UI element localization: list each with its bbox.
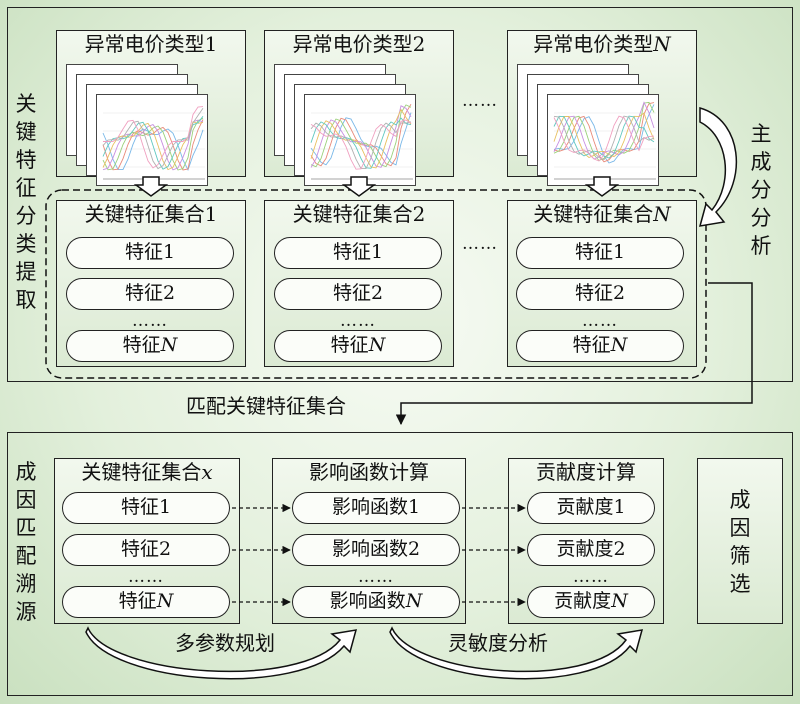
down-arrow-icon bbox=[133, 176, 169, 197]
feature-pill: 特征1 bbox=[274, 237, 442, 269]
feature-set-ellipsis: …… bbox=[462, 234, 498, 254]
cause-screening-label: 成因筛选 bbox=[729, 488, 751, 596]
price-curve-thumbnail bbox=[304, 94, 416, 186]
pca-curved-arrow-icon bbox=[698, 107, 737, 227]
type-ellipsis: …… bbox=[462, 91, 498, 111]
sensitivity-curved-arrow-icon bbox=[389, 626, 644, 680]
feature-pill: 特征1 bbox=[66, 237, 234, 269]
contribution-pill: 贡献度2 bbox=[527, 534, 655, 566]
feature-pill: 特征N bbox=[62, 586, 230, 618]
feature-ellipsis: …… bbox=[340, 311, 376, 331]
feature-extraction-label: 关键特征分类提取 bbox=[15, 92, 37, 312]
feature-ellipsis: …… bbox=[582, 311, 618, 331]
feature-pill: 特征N bbox=[516, 330, 684, 362]
price-type-title-1: 异常电价类型1 bbox=[84, 32, 218, 56]
multi-parameter-label: 多参数规划 bbox=[175, 631, 275, 655]
feature-set-x-title: 关键特征集合x bbox=[81, 460, 213, 484]
down-arrow-icon bbox=[584, 176, 620, 197]
feature-pill: 特征1 bbox=[516, 237, 684, 269]
feature-set-title-2: 关键特征集合2 bbox=[292, 202, 426, 226]
price-curve-thumbnail bbox=[96, 94, 208, 186]
feature-pill: 特征N bbox=[66, 330, 234, 362]
feature-pill: 特征1 bbox=[62, 492, 230, 524]
price-type-title-n: 异常电价类型N bbox=[533, 32, 671, 56]
feature-ellipsis: …… bbox=[128, 567, 164, 587]
cause-tracing-label: 成因匹配溯源 bbox=[15, 460, 37, 624]
price-type-title-2: 异常电价类型2 bbox=[292, 32, 426, 56]
influence-function-pill: 影响函数2 bbox=[292, 534, 460, 566]
feature-pill: 特征N bbox=[274, 330, 442, 362]
cause-tracing-panel bbox=[7, 432, 793, 696]
feature-extraction-panel bbox=[7, 7, 793, 382]
contribution-title: 贡献度计算 bbox=[536, 460, 636, 484]
feature-pill: 特征2 bbox=[274, 278, 442, 310]
multi-parameter-curved-arrow-icon bbox=[85, 626, 358, 680]
influence-function-pill: 影响函数1 bbox=[292, 492, 460, 524]
match-feature-set-label: 匹配关键特征集合 bbox=[186, 394, 346, 418]
feature-pill: 特征2 bbox=[516, 278, 684, 310]
match-connector-line bbox=[395, 282, 753, 426]
down-arrow-icon bbox=[341, 176, 377, 197]
contribution-pill: 贡献度1 bbox=[527, 492, 655, 524]
feature-pill: 特征2 bbox=[66, 278, 234, 310]
feature-set-title-1: 关键特征集合1 bbox=[84, 202, 218, 226]
influence-function-pill: 影响函数N bbox=[292, 586, 460, 618]
feature-ellipsis: …… bbox=[132, 311, 168, 331]
influence-ellipsis: …… bbox=[358, 567, 394, 587]
feature-pill: 特征2 bbox=[62, 534, 230, 566]
sensitivity-analysis-label: 灵敏度分析 bbox=[448, 631, 548, 655]
pca-label: 主成分分析 bbox=[750, 122, 772, 258]
feature-set-title-n: 关键特征集合N bbox=[533, 202, 671, 226]
contribution-pill: 贡献度N bbox=[527, 586, 655, 618]
contribution-ellipsis: …… bbox=[573, 567, 609, 587]
influence-function-title: 影响函数计算 bbox=[309, 460, 429, 484]
feature-sets-dashed-border bbox=[45, 189, 707, 379]
cause-screening-box bbox=[697, 458, 783, 624]
